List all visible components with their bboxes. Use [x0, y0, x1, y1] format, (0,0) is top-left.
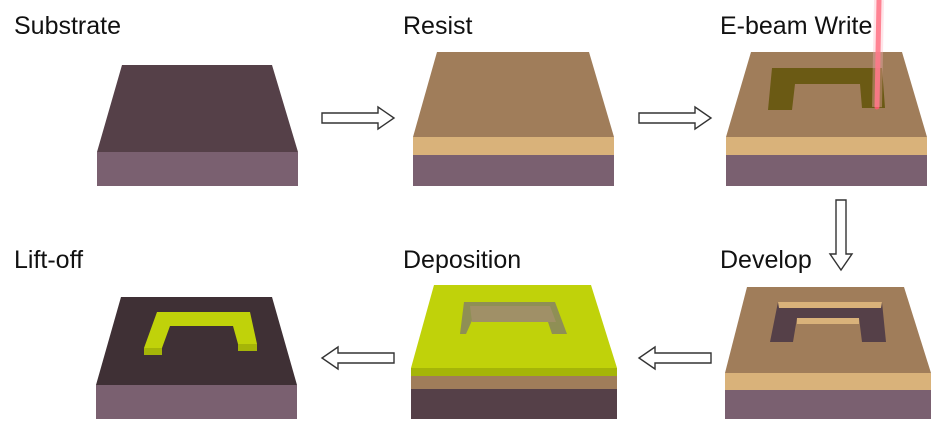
develop-resist-top-face — [725, 287, 931, 373]
liftoff-block — [96, 297, 297, 419]
ebeam-write-block — [726, 0, 927, 186]
step-label-substrate: Substrate — [14, 12, 122, 40]
arrow-right-2 — [638, 105, 713, 131]
substrate-side-face — [97, 152, 298, 186]
develop-block — [725, 287, 931, 419]
step-label-deposition: Deposition — [403, 246, 522, 274]
metal-in-trench — [470, 306, 556, 322]
deposition-resist-layer-side — [411, 376, 617, 389]
resist-block — [413, 52, 614, 186]
metal-pattern-top — [144, 312, 257, 348]
develop-substrate-layer-side — [725, 390, 931, 419]
resist-layer-side — [413, 137, 614, 155]
electron-beam — [874, 0, 882, 110]
metal-pattern-side-right — [238, 344, 257, 351]
arrow-left-1 — [637, 345, 712, 371]
metal-layer-side — [411, 368, 617, 376]
deposition-block — [411, 285, 617, 419]
ebeam-resist-layer-side — [726, 137, 927, 155]
arrow-right-1 — [321, 105, 396, 131]
step-label-develop: Develop — [720, 246, 812, 274]
substrate-layer-side — [413, 155, 614, 186]
substrate-block — [97, 65, 298, 186]
deposition-substrate-layer-side — [411, 389, 617, 419]
liftoff-substrate-side-face — [96, 385, 297, 419]
develop-resist-layer-side — [725, 373, 931, 390]
arrow-down — [828, 199, 854, 272]
trench-wall-top — [778, 302, 882, 308]
metal-pattern-side-left — [144, 348, 162, 355]
arrow-left-2 — [320, 345, 395, 371]
trench-wall-inner — [797, 318, 859, 324]
developed-trench — [770, 302, 886, 342]
metal-top-face — [411, 285, 617, 368]
ebeam-substrate-layer-side — [726, 155, 927, 186]
step-label-resist: Resist — [403, 12, 473, 40]
step-label-liftoff: Lift-off — [14, 246, 84, 274]
step-label-ebeam-write: E-beam Write — [720, 12, 873, 40]
ebeam-resist-top-face — [726, 52, 927, 137]
liftoff-substrate-top-face — [96, 297, 297, 385]
electron-beam-glow — [872, 0, 884, 108]
resist-top-face — [413, 52, 614, 137]
substrate-top-face — [97, 65, 298, 152]
exposed-pattern — [768, 68, 885, 110]
